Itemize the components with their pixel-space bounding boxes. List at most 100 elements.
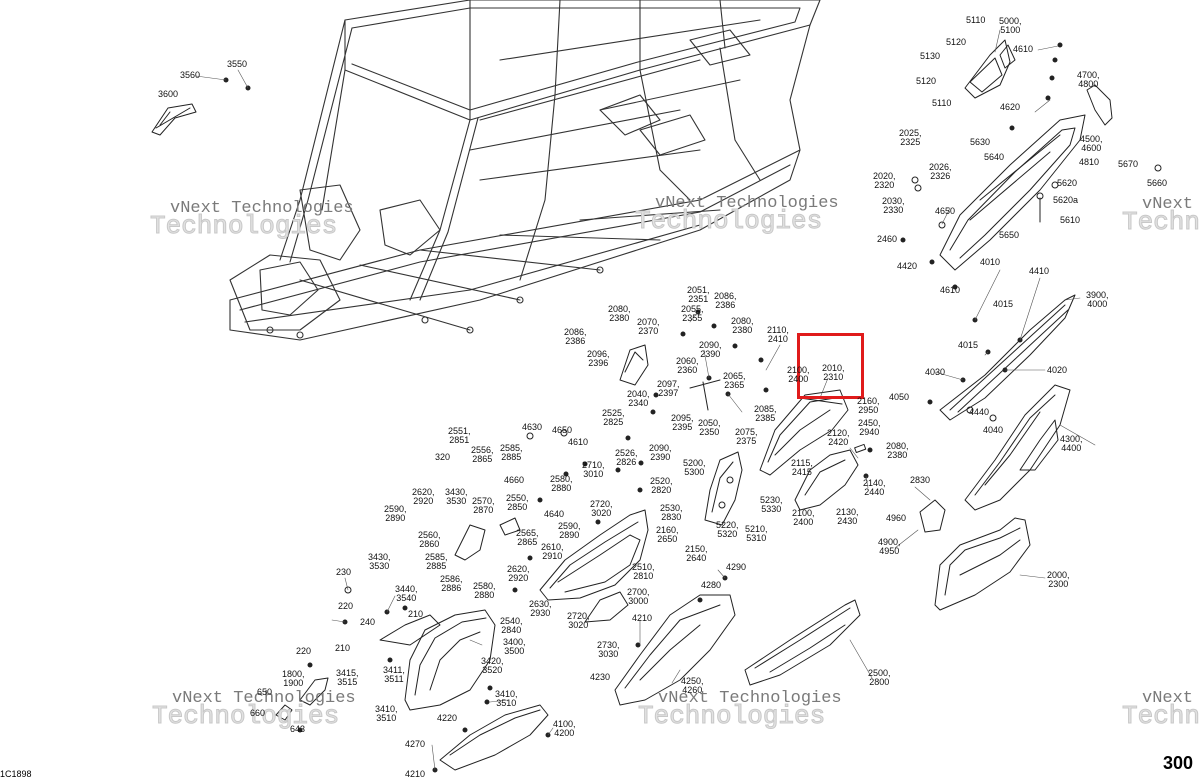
callout-label: 2075, 2375 bbox=[735, 427, 758, 446]
callout-label: 2570, 2870 bbox=[472, 496, 495, 515]
callout-label: 4210 bbox=[405, 769, 426, 779]
callout-label: 5650 bbox=[999, 230, 1020, 240]
callout-label: 2010, 2310 bbox=[822, 363, 845, 382]
callout-label: 4040 bbox=[983, 425, 1004, 435]
callout-label: 650 bbox=[257, 687, 273, 697]
callout-label: 5660 bbox=[1147, 178, 1168, 188]
callout-label: 3430, 3530 bbox=[445, 487, 468, 506]
callout-label: 2150, 2640 bbox=[685, 544, 708, 563]
callout-label: 220 bbox=[296, 646, 312, 656]
callout-label: 5000, 5100 bbox=[999, 16, 1022, 35]
callout-label: 2620, 2920 bbox=[507, 564, 530, 583]
callout-label: 2720, 3020 bbox=[590, 499, 613, 518]
watermark: vNext Technologies Technologies bbox=[1122, 195, 1200, 236]
callout-label: 643 bbox=[290, 724, 306, 734]
callout-label: 2026, 2326 bbox=[929, 162, 952, 181]
callout-label: 2140, 2440 bbox=[863, 478, 886, 497]
callout-label: 4610 bbox=[940, 285, 961, 295]
callout-label: 5120 bbox=[916, 76, 937, 86]
rocker-right-drawing bbox=[919, 294, 1076, 611]
callout-label: 2120, 2420 bbox=[827, 428, 850, 447]
callout-label: 2025, 2325 bbox=[899, 128, 922, 147]
callout-label: 2730, 3030 bbox=[597, 640, 620, 659]
callout-label: 2540, 2840 bbox=[500, 616, 523, 635]
callout-label: 4610 bbox=[568, 437, 589, 447]
callout-label: 2585, 2885 bbox=[425, 552, 448, 571]
callout-label: 2100, 2400 bbox=[787, 365, 810, 384]
rear-right-upper-drawing bbox=[900, 39, 1162, 290]
callout-label: 5110 bbox=[932, 98, 952, 108]
callout-label: 2720, 3020 bbox=[567, 611, 590, 630]
callout-label: 4030 bbox=[925, 367, 946, 377]
callout-label: 4810 bbox=[1079, 157, 1100, 167]
callout-label: 2590, 2890 bbox=[384, 504, 407, 523]
callout-label: 3410, 3510 bbox=[495, 689, 518, 708]
callout-label: 2090, 2390 bbox=[649, 443, 672, 462]
callout-label: 4630 bbox=[522, 422, 543, 432]
watermark-line-2: Technologies bbox=[1122, 701, 1200, 731]
leader-lines bbox=[195, 29, 1096, 771]
callout-label: 4700, 4800 bbox=[1077, 70, 1100, 89]
callout-label: 4050 bbox=[889, 392, 910, 402]
callout-label: 2080, 2380 bbox=[731, 316, 754, 335]
callout-label: 2070, 2370 bbox=[637, 317, 660, 336]
callout-label: 210 bbox=[408, 609, 424, 619]
watermark-line-1: vNext Technologies bbox=[1142, 195, 1200, 214]
callout-label: 4420 bbox=[897, 261, 918, 271]
callout-label: 4300, 4400 bbox=[1060, 434, 1083, 453]
callout-label: 3420, 3520 bbox=[481, 656, 504, 675]
callout-label: 2130, 2430 bbox=[836, 507, 859, 526]
callout-label: 4610 bbox=[1013, 44, 1034, 54]
callout-label: 2510, 2810 bbox=[632, 562, 655, 581]
callout-label: 3900, 4000 bbox=[1086, 290, 1109, 309]
callout-label: 2160, 2650 bbox=[656, 525, 679, 544]
callout-label: 2080, 2380 bbox=[608, 304, 631, 323]
callout-label: 3410, 3510 bbox=[375, 704, 398, 723]
callout-label: 3430, 3530 bbox=[368, 552, 391, 571]
callout-label: 2551, 2851 bbox=[448, 426, 471, 445]
callout-label: 2050, 2350 bbox=[698, 418, 721, 437]
callout-label: 5630 bbox=[970, 137, 991, 147]
callout-label: 5640 bbox=[984, 152, 1005, 162]
callout-label: 3440, 3540 bbox=[395, 584, 418, 603]
callout-label: 4900, 4950 bbox=[878, 537, 901, 556]
watermark: vNext Technologies Technologies bbox=[635, 195, 839, 235]
callout-label: 4440 bbox=[969, 407, 990, 417]
document-code: 1C1898 bbox=[0, 769, 32, 779]
watermark-line-2: Technologies bbox=[150, 211, 338, 241]
callout-label: 4020 bbox=[1047, 365, 1068, 375]
callout-label: 4270 bbox=[405, 739, 426, 749]
callout-label: 2586, 2886 bbox=[440, 574, 463, 593]
center-panels-drawing bbox=[619, 309, 873, 526]
callout-label: 2450, 2940 bbox=[858, 418, 881, 437]
callout-label: 4250, 4260 bbox=[681, 676, 704, 695]
callout-label: 2700, 3000 bbox=[627, 587, 650, 606]
callout-label: 2110, 2410 bbox=[767, 325, 789, 344]
callout-label: 4650 bbox=[935, 206, 956, 216]
callout-label: 2051, 2351 bbox=[687, 285, 710, 304]
callout-label: 1800, 1900 bbox=[282, 669, 305, 688]
callout-label: 5220, 5320 bbox=[716, 520, 739, 539]
callout-label: 4015 bbox=[958, 340, 979, 350]
callout-label: 2610, 2910 bbox=[541, 542, 564, 561]
callout-label: 3600 bbox=[158, 89, 179, 99]
callout-label: 210 bbox=[335, 643, 351, 653]
callout-label: 2040, 2340 bbox=[627, 389, 650, 408]
left-lower-drawing bbox=[275, 586, 551, 773]
callout-label: 2526, 2826 bbox=[615, 448, 638, 467]
watermark-line-2: Technologies bbox=[152, 701, 340, 731]
callout-label: 2630, 2930 bbox=[529, 599, 552, 618]
callout-label: 5670 bbox=[1118, 159, 1139, 169]
callout-label: 240 bbox=[360, 617, 376, 627]
callout-label: 4410 bbox=[1029, 266, 1050, 276]
callout-label: 5210, 5310 bbox=[745, 524, 768, 543]
callout-label: 2080, 2380 bbox=[886, 441, 909, 460]
callout-label: 2580, 2880 bbox=[550, 474, 573, 493]
callout-label: 2710, 3010 bbox=[582, 460, 605, 479]
watermark: vNext Technologies Technologies bbox=[150, 200, 354, 240]
callout-label: 2100, 2400 bbox=[792, 508, 815, 527]
callout-label: 660 bbox=[250, 708, 266, 718]
callout-label: 2160, 2950 bbox=[857, 396, 880, 415]
callout-label: 2565, 2865 bbox=[516, 528, 539, 547]
